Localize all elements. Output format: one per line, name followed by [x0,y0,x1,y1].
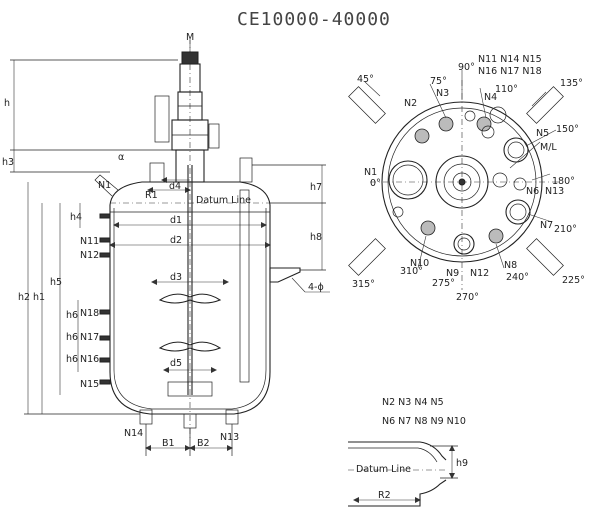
dim-h4: h4 [70,212,82,223]
detail-line-2: N6 N7 N8 N9 N10 [382,416,466,427]
plan-n7: N7 [540,220,553,231]
angle-75: 75° [430,76,447,87]
nozzle-n17-label: N17 [80,332,99,343]
dim-h5: h5 [50,277,62,288]
plan-n3: N3 [436,88,449,99]
holes-label: 4-ϕ [308,282,324,293]
dim-d2: d2 [170,235,182,246]
angle-90: 90° [458,62,475,73]
angle-270: 270° [456,292,479,303]
drawing-title: CE10000-40000 [237,9,391,30]
nozzle-n12-label: N12 [80,250,99,261]
angle-135: 135° [560,78,583,89]
plan-n9: N9 [446,268,459,279]
detail-view: N2 N3 N4 N5 N6 N7 N8 N9 N10 Datum Line h… [348,397,468,507]
angle-45: 45° [357,74,374,85]
dim-h2: h2 [18,292,30,303]
dim-h6-c: h6 [66,354,78,365]
angle-180: 180° [552,176,575,187]
plan-ml: M/L [540,142,557,153]
angle-0: 0° [370,178,381,189]
plan-n4: N4 [484,92,497,103]
dim-h3: h3 [2,157,14,168]
dim-h: h [4,98,10,109]
detail-line-1: N2 N3 N4 N5 [382,397,444,408]
angle-225: 225° [562,275,585,286]
vessel-shell [109,181,271,415]
dim-h1: h1 [33,292,45,303]
plan-n13: N13 [545,186,564,197]
nozzle-n13-label: N13 [220,432,239,443]
alpha-label: α [118,152,124,163]
dim-h8: h8 [310,232,322,243]
plan-n10: N10 [410,258,429,269]
nozzle-n11-label: N11 [80,236,99,247]
plan-view: 45° 75° 90° 110° 135° 150° 0° 180° 210° … [348,54,585,303]
elevation-view: M h h3 h2 h1 h5 h4 h6 h6 h6 h7 h8 R1 d4 … [2,32,330,456]
nozzle-n18-label: N18 [80,308,99,319]
plan-n5: N5 [536,128,549,139]
nozzle-n1-label: N1 [98,180,111,191]
detail-h9: h9 [456,458,468,469]
plan-n12: N12 [470,268,489,279]
dim-d3: d3 [170,272,182,283]
plan-n2: N2 [404,98,417,109]
plan-top-group-2: N16 N17 N18 [478,66,542,77]
angle-310: 310° [400,266,423,277]
side-nozzles [99,213,111,385]
dim-d1: d1 [170,215,182,226]
datum-line-label: Datum Line [196,195,251,206]
angle-240: 240° [506,272,529,283]
dim-b1: B1 [162,438,175,449]
angle-210: 210° [554,224,577,235]
plan-n8: N8 [504,260,517,271]
plan-top-group-1: N11 N14 N15 [478,54,542,65]
detail-r2: R2 [378,490,391,501]
angle-275: 275° [432,278,455,289]
dim-h6-b: h6 [66,332,78,343]
dim-d4: d4 [169,181,181,192]
angle-110: 110° [495,84,518,95]
dim-h6-a: h6 [66,310,78,321]
dim-r1: R1 [145,190,158,201]
angle-315: 315° [352,279,375,290]
dim-b2: B2 [197,438,210,449]
detail-datum-label: Datum Line [356,464,411,475]
dim-h7: h7 [310,182,322,193]
nozzle-n14-label: N14 [124,428,143,439]
plan-n1: N1 [364,167,377,178]
angle-150: 150° [556,124,579,135]
nozzle-n15-label: N15 [80,379,99,390]
dim-d5: d5 [170,358,182,369]
plan-n6: N6 [526,186,539,197]
nozzle-n16-label: N16 [80,354,99,365]
motor-label: M [186,32,194,43]
